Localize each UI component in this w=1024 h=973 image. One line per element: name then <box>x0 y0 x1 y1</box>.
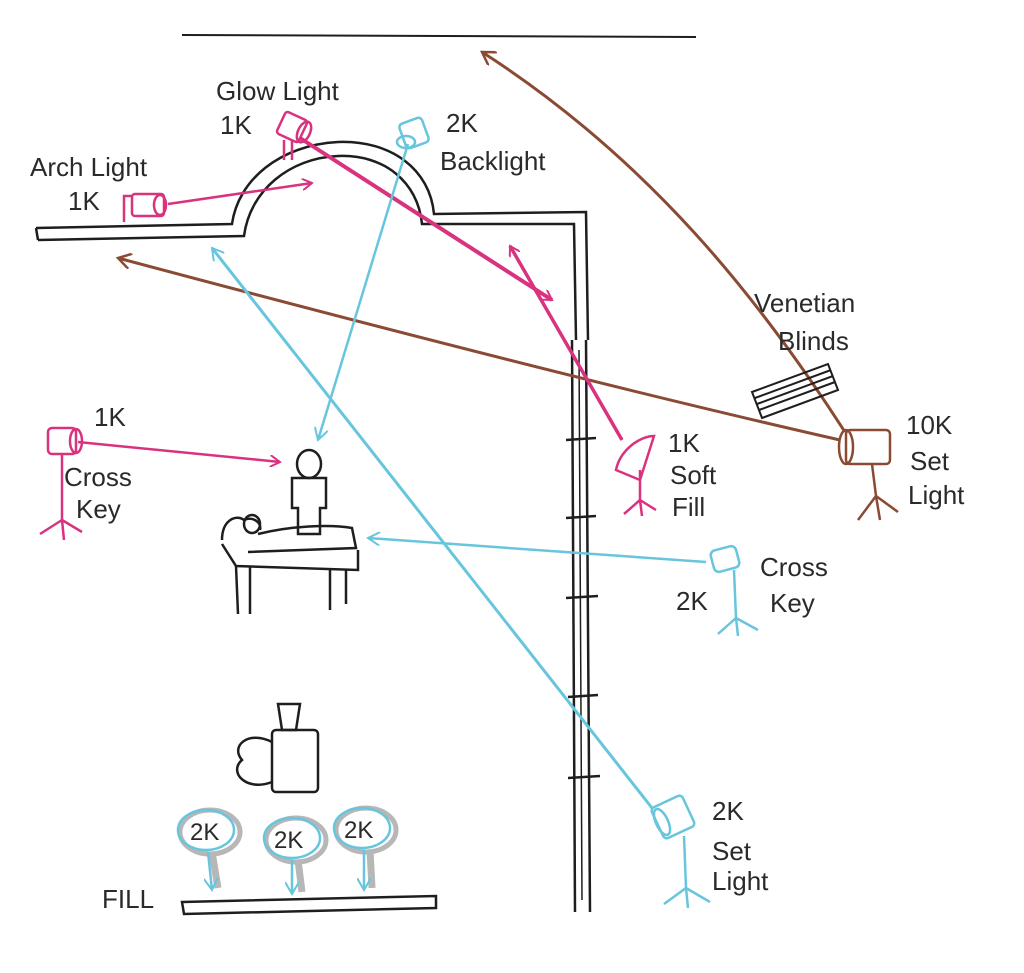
cross-key-1k-label-line2: Key <box>76 494 121 524</box>
blinds-label: Blinds <box>778 326 849 356</box>
set-light-2k-label-line1: Set <box>712 836 752 866</box>
fill-unit-1-label: 2K <box>190 819 219 846</box>
fill-rail <box>180 894 438 916</box>
set-light-10k-icon <box>837 428 899 521</box>
soft-fill-power-label: 1K <box>668 428 700 458</box>
arch-light-power-label: 1K <box>68 186 100 216</box>
venetian-label: Venetian <box>754 288 856 318</box>
cross-key-1k-icon <box>39 426 84 541</box>
set-light-2k-beam <box>212 248 654 809</box>
camera-icon <box>235 702 320 794</box>
soft-fill-label-line2: Fill <box>672 492 706 522</box>
cross-key-1k-label-line1: Cross <box>64 462 132 492</box>
backlight-power-label: 2K <box>446 108 478 138</box>
arch-light-icon <box>122 192 168 222</box>
standing-actor-figure <box>290 448 328 536</box>
glow-light-power-label: 1K <box>220 110 252 140</box>
cross-key-2k-power-label: 2K <box>676 586 708 616</box>
fill-label: FILL <box>102 884 155 914</box>
soft-fill-label-line1: Soft <box>670 460 717 490</box>
fill-light-unit-3 <box>332 805 399 890</box>
set-light-2k-label-line2: Light <box>712 866 769 896</box>
venetian-blinds-icon <box>750 362 840 420</box>
fill-light-unit-1 <box>176 807 243 890</box>
glow-light-label: Glow Light <box>216 76 339 106</box>
arch-light-beam <box>167 183 312 206</box>
arch-light-label: Arch Light <box>30 152 148 182</box>
set-wall-arch <box>34 140 590 341</box>
glow-light-icon <box>275 110 313 160</box>
ceiling-line <box>181 34 697 38</box>
couch-with-reclining-actor <box>220 513 360 615</box>
cross-key-2k-label-line2: Key <box>770 588 815 618</box>
set-light-10k-power-label: 10K <box>906 410 953 440</box>
fill-light-unit-2 <box>262 815 329 894</box>
cross-key-2k-beam <box>368 538 707 564</box>
set-light-10k-label-line2: Light <box>908 480 965 510</box>
set-light-10k-label-line1: Set <box>910 446 950 476</box>
set-flat-wall <box>565 339 601 913</box>
backlight-label: Backlight <box>440 146 546 176</box>
set-light-2k-power-label: 2K <box>712 796 744 826</box>
backlight-beam <box>318 143 410 440</box>
cross-key-2k-icon <box>709 544 759 637</box>
cross-key-1k-beam <box>77 440 280 462</box>
soft-fill-beam <box>508 246 624 441</box>
set-light-10k-beam-top <box>482 52 847 433</box>
backlight-icon <box>395 116 430 150</box>
fill-unit-3-label: 2K <box>344 817 373 844</box>
cross-key-2k-label-line1: Cross <box>760 552 828 582</box>
glow-light-beam <box>298 136 552 302</box>
fill-unit-2-label: 2K <box>274 827 303 854</box>
soft-fill-icon <box>614 434 657 517</box>
set-light-2k-icon <box>650 794 711 909</box>
cross-key-1k-power-label: 1K <box>94 402 126 432</box>
set-light-10k-beam-left <box>118 258 841 442</box>
